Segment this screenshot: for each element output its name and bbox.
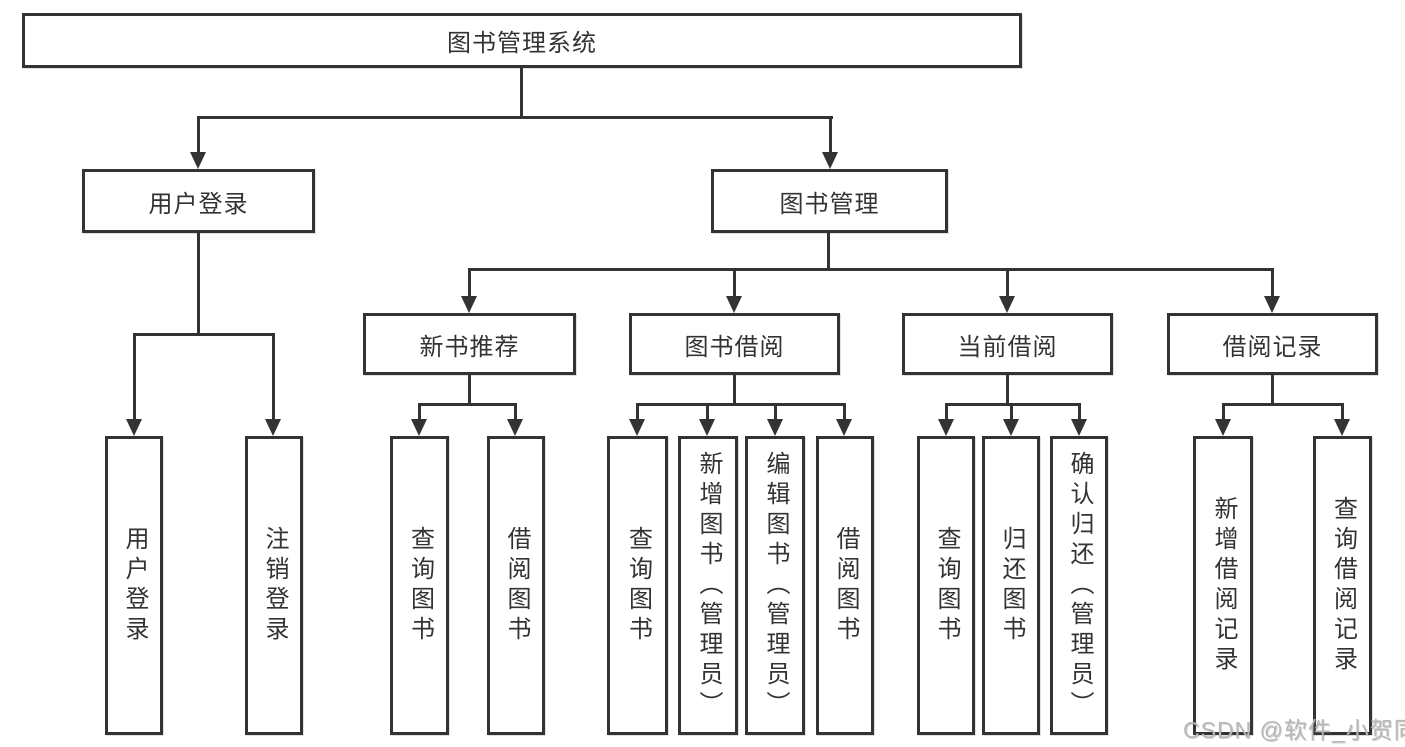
csdn-watermark: CSDN @软件_小贺同学 (1183, 717, 1405, 743)
connector-stem-user-login (197, 116, 200, 154)
leaf-query-borrow-record: 查询借阅记录 (1313, 436, 1372, 735)
leaf-borrow-books-recommend: 借阅图书 (487, 436, 545, 735)
arrow-down-icon (1334, 419, 1350, 436)
arrow-down-icon (1003, 419, 1019, 436)
arrow-down-icon (461, 296, 477, 313)
leaf-borrow-books: 借阅图书 (816, 436, 874, 735)
arrow-down-icon (836, 419, 852, 436)
connector-stem-book-borrowing (733, 268, 736, 296)
node-user-login: 用户登录 (82, 169, 315, 233)
arrow-down-icon (126, 419, 142, 436)
connector-new-book-branch (418, 403, 517, 406)
arrow-down-icon (999, 296, 1015, 313)
node-new-book-recommendation: 新书推荐 (363, 313, 576, 375)
connector-stem-leaf (636, 403, 639, 419)
connector-stem-current-borrowing (1006, 268, 1009, 296)
connector-stem-leaf (706, 403, 709, 419)
arrow-down-icon (1264, 296, 1280, 313)
leaf-query-books-current: 查询图书 (917, 436, 975, 735)
arrow-down-icon (822, 152, 838, 169)
leaf-user-login: 用户登录 (105, 436, 163, 735)
leaf-query-books-recommend: 查询图书 (390, 436, 449, 735)
leaf-confirm-return-admin: 确认归还（管理员） (1050, 436, 1108, 735)
connector-stem-leaf (1078, 403, 1081, 419)
connector-user-login-branch (133, 333, 275, 336)
arrow-down-icon (1071, 419, 1087, 436)
connector-book-borrowing-trunk (733, 375, 736, 406)
connector-stem-leaf (774, 403, 777, 419)
connector-stem-user-login-leaf (133, 333, 136, 419)
connector-stem-leaf (1010, 403, 1013, 419)
connector-borrowing-records-trunk (1271, 375, 1274, 406)
connector-book-management-trunk (827, 233, 830, 271)
arrow-down-icon (767, 419, 783, 436)
node-library-management-system: 图书管理系统 (22, 13, 1022, 68)
connector-stem-borrowing-records (1271, 268, 1274, 296)
connector-borrowing-records-branch (1222, 403, 1343, 406)
connector-stem-leaf (843, 403, 846, 419)
arrow-down-icon (1215, 419, 1231, 436)
node-book-borrowing: 图书借阅 (629, 313, 840, 375)
connector-stem-leaf (418, 403, 421, 419)
connector-user-login-trunk (197, 233, 200, 336)
connector-stem-new-book (468, 268, 471, 296)
connector-stem-leaf (945, 403, 948, 419)
connector-book-management-branch (468, 268, 1273, 271)
connector-new-book-trunk (468, 375, 471, 406)
leaf-add-borrow-record: 新增借阅记录 (1193, 436, 1253, 735)
arrow-down-icon (726, 296, 742, 313)
leaf-return-books: 归还图书 (982, 436, 1040, 735)
leaf-add-books-admin: 新增图书（管理员） (678, 436, 738, 735)
arrow-down-icon (699, 419, 715, 436)
arrow-down-icon (938, 419, 954, 436)
connector-book-borrowing-branch (636, 403, 845, 406)
connector-root-trunk (520, 68, 523, 119)
arrow-down-icon (507, 419, 523, 436)
node-current-borrowing: 当前借阅 (902, 313, 1113, 375)
arrow-down-icon (629, 419, 645, 436)
leaf-edit-books-admin: 编辑图书（管理员） (745, 436, 805, 735)
connector-stem-book-management (829, 116, 832, 154)
leaf-query-books-borrowing: 查询图书 (607, 436, 668, 735)
leaf-logout: 注销登录 (245, 436, 303, 735)
node-book-management: 图书管理 (711, 169, 948, 233)
arrow-down-icon (190, 152, 206, 169)
connector-root-branch (197, 116, 833, 119)
connector-stem-logout-leaf (272, 333, 275, 419)
connector-current-borrowing-trunk (1006, 375, 1009, 406)
node-borrowing-records: 借阅记录 (1167, 313, 1378, 375)
connector-stem-leaf (1341, 403, 1344, 419)
connector-stem-leaf (514, 403, 517, 419)
connector-stem-leaf (1222, 403, 1225, 419)
arrow-down-icon (265, 419, 281, 436)
arrow-down-icon (411, 419, 427, 436)
